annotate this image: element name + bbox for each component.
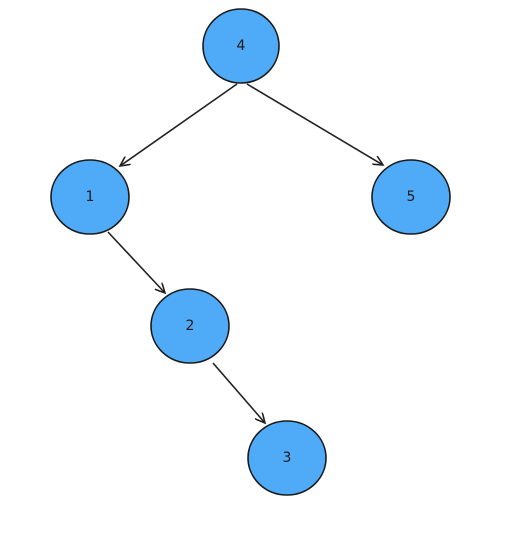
node-circle — [247, 420, 327, 496]
tree-node-5: 5 — [371, 159, 451, 235]
node-label: 1 — [86, 189, 95, 205]
edge-n4-n5 — [246, 83, 383, 165]
node-label: 2 — [186, 318, 195, 334]
tree-node-3: 3 — [247, 420, 327, 496]
node-label: 4 — [237, 38, 246, 54]
tree-node-4: 4 — [202, 8, 280, 84]
tree-node-1: 1 — [50, 159, 130, 235]
tree-node-2: 2 — [150, 288, 230, 364]
node-circle — [50, 159, 130, 235]
nodes-group: 4 1 5 2 3 — [50, 8, 451, 496]
edge-n4-n1 — [120, 83, 238, 166]
edge-n2-n3 — [212, 362, 265, 423]
node-circle — [371, 159, 451, 235]
node-circle — [150, 288, 230, 364]
edges-group — [107, 83, 383, 423]
node-label: 5 — [407, 189, 416, 205]
node-circle — [202, 8, 280, 84]
node-label: 3 — [283, 450, 292, 466]
edge-n1-n2 — [107, 231, 165, 293]
